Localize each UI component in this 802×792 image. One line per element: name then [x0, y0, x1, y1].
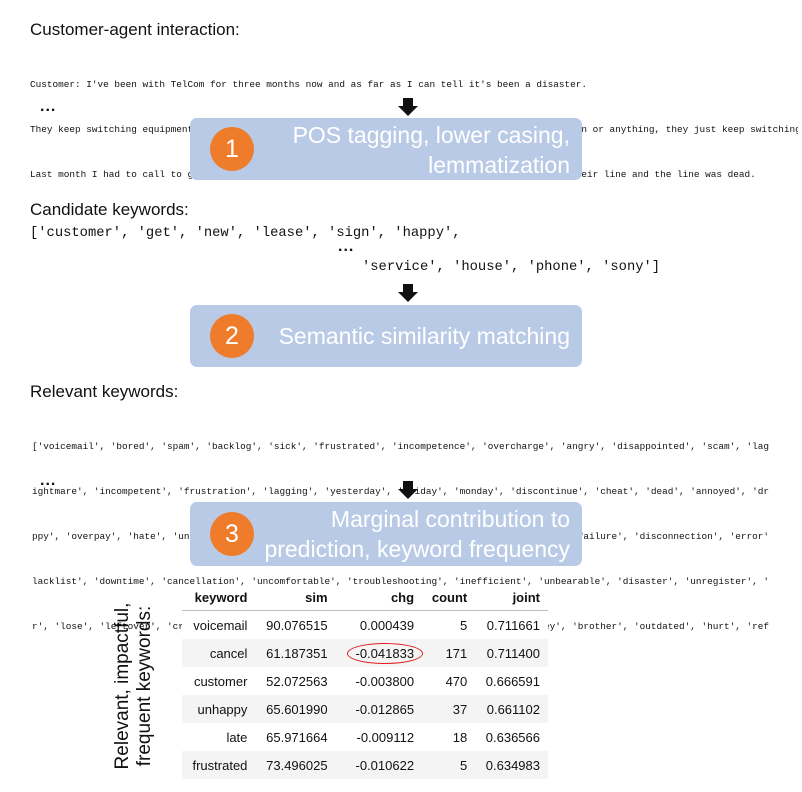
table-cell: 65.601990 — [255, 695, 336, 723]
candidates-line-1: ['customer', 'get', 'new', 'lease', 'sig… — [30, 226, 461, 241]
final-keywords-label-line2: frequent keywords: — [134, 605, 155, 767]
step-1-badge: 1 — [210, 127, 254, 171]
table-cell: 73.496025 — [255, 751, 336, 779]
table-row: cancel 61.187351 -0.041833 171 0.711400 — [182, 639, 548, 667]
transcript-line: Customer: I've been with TelCom for thre… — [30, 79, 587, 90]
table-row: unhappy 65.601990 -0.012865 37 0.661102 — [182, 695, 548, 723]
step-2-label-line1: Semantic similarity matching — [278, 323, 570, 349]
table-cell: cancel — [182, 639, 256, 667]
step-1-label-line1: POS tagging, lower casing, — [292, 122, 570, 148]
down-arrow-icon — [398, 292, 418, 302]
relevant-line: lacklist', 'downtime', 'cancellation', '… — [32, 576, 769, 587]
table-cell: customer — [182, 667, 256, 695]
table-cell: voicemail — [182, 610, 256, 639]
down-arrow-icon — [398, 106, 418, 116]
step-2-badge: 2 — [210, 314, 254, 358]
step-3-label: Marginal contribution to prediction, key… — [240, 504, 570, 564]
table-cell: -0.041833 — [335, 639, 424, 667]
column-header: count — [422, 584, 476, 611]
column-header: keyword — [182, 584, 256, 611]
step-3-box: 3 Marginal contribution to prediction, k… — [190, 502, 582, 566]
table-cell: -0.003800 — [335, 667, 423, 695]
final-keywords-label: Relevant, impactful, frequent keywords: — [112, 586, 156, 786]
table-row: late 65.971664 -0.009112 18 0.636566 — [182, 723, 548, 751]
table-cell: 0.666591 — [475, 667, 548, 695]
table-row: customer 52.072563 -0.003800 470 0.66659… — [182, 667, 548, 695]
table-cell: 470 — [422, 667, 476, 695]
final-keywords-label-line1: Relevant, impactful, — [112, 602, 133, 770]
step-1-label-line2: lemmatization — [428, 152, 570, 178]
table-cell: 0.636566 — [475, 723, 548, 751]
table-header-row: keyword sim chg count joint — [182, 584, 548, 611]
table-cell: 0.000439 — [335, 610, 423, 639]
table-cell: 0.711400 — [475, 639, 548, 667]
arrow-stem — [403, 284, 413, 293]
table-cell: 5 — [422, 751, 476, 779]
step-2-box: 2 Semantic similarity matching — [190, 305, 582, 367]
table-cell: 37 — [422, 695, 476, 723]
table-cell: -0.012865 — [335, 695, 423, 723]
column-header: chg — [335, 584, 423, 611]
relevant-line: ['voicemail', 'bored', 'spam', 'backlog'… — [32, 441, 769, 452]
table-row: voicemail 90.076515 0.000439 5 0.711661 — [182, 610, 548, 639]
table-cell: late — [182, 723, 256, 751]
step-3-label-line1: Marginal contribution to — [330, 506, 570, 532]
table-cell: 0.634983 — [475, 751, 548, 779]
arrow-stem — [403, 481, 413, 490]
relevant-heading: Relevant keywords: — [30, 382, 179, 401]
table-cell: -0.009112 — [335, 723, 423, 751]
highlight-circle: -0.041833 — [346, 642, 424, 664]
relevant-line: ightmare', 'incompetent', 'frustration',… — [32, 486, 769, 497]
table-cell: unhappy — [182, 695, 256, 723]
table-cell: 52.072563 — [255, 667, 336, 695]
step-3-label-line2: prediction, keyword frequency — [264, 536, 570, 562]
table-cell: 0.711661 — [475, 610, 548, 639]
table-cell: frustrated — [182, 751, 256, 779]
step-3-badge: 3 — [210, 512, 254, 556]
table-cell: 18 — [422, 723, 476, 751]
down-arrow-icon — [398, 489, 418, 499]
step-1-box: 1 POS tagging, lower casing, lemmatizati… — [190, 118, 582, 180]
interaction-heading: Customer-agent interaction: — [30, 20, 240, 39]
step-2-label: Semantic similarity matching — [240, 321, 570, 351]
candidates-line-2: 'service', 'house', 'phone', 'sony'] — [362, 260, 661, 275]
table-cell: 0.661102 — [475, 695, 548, 723]
candidates-heading: Candidate keywords: — [30, 200, 189, 219]
arrow-stem — [403, 98, 413, 107]
table-cell: 65.971664 — [255, 723, 336, 751]
table-cell: 90.076515 — [255, 610, 336, 639]
column-header: joint — [475, 584, 548, 611]
table-cell: 5 — [422, 610, 476, 639]
table-row: frustrated 73.496025 -0.010622 5 0.63498… — [182, 751, 548, 779]
table-cell: -0.010622 — [335, 751, 423, 779]
relevant-ellipsis: ... — [40, 472, 57, 489]
keyword-table: keyword sim chg count joint voicemail 90… — [182, 584, 548, 779]
interaction-ellipsis: ... — [40, 98, 57, 115]
table-cell: 171 — [422, 639, 476, 667]
step-1-label: POS tagging, lower casing, lemmatization — [250, 120, 570, 180]
column-header: sim — [255, 584, 336, 611]
candidates-ellipsis: ... — [338, 238, 355, 255]
table-cell: 61.187351 — [255, 639, 336, 667]
